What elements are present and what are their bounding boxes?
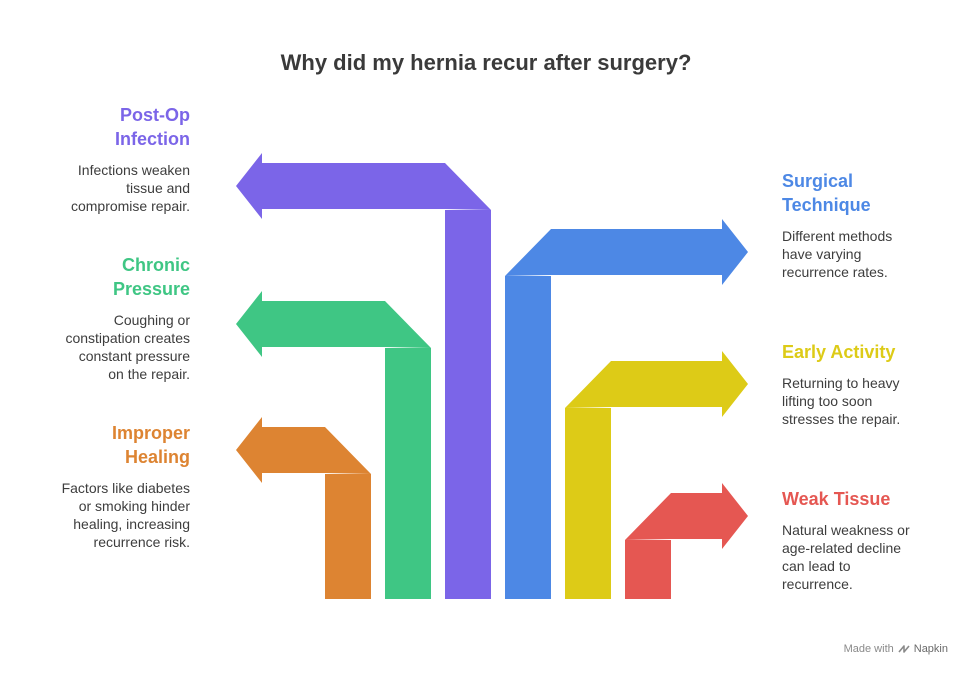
desc-weak-tissue: Natural weakness or age-related decline …: [782, 522, 910, 592]
arrow-early-activity: [565, 351, 748, 599]
heading-weak-tissue: Weak Tissue: [782, 489, 891, 509]
napkin-brand-text: Napkin: [913, 643, 948, 655]
page-title: Why did my hernia recur after surgery?: [280, 50, 692, 75]
label-post-op-infection: Post-Op Infection Infections weaken tiss…: [71, 103, 190, 215]
made-with-text: Made with: [843, 643, 894, 655]
made-with-footer[interactable]: Made with Napkin: [844, 643, 948, 655]
arrow-chronic-pressure: [236, 291, 431, 599]
label-chronic-pressure: Chronic Pressure Coughing or constipatio…: [65, 253, 190, 383]
napkin-logo-icon: [898, 645, 910, 653]
heading-post-op-infection: Post-Op Infection: [115, 105, 190, 149]
desc-surgical-technique: Different methods have varying recurrenc…: [782, 228, 893, 280]
label-weak-tissue: Weak Tissue Natural weakness or age-rela…: [782, 487, 910, 593]
arrow-surgical-technique: [505, 219, 748, 599]
desc-chronic-pressure: Coughing or constipation creates constan…: [65, 312, 190, 382]
label-improper-healing: Improper Healing Factors like diabetes o…: [62, 421, 190, 551]
arrow-post-op-infection: [236, 153, 491, 599]
heading-chronic-pressure: Chronic Pressure: [112, 255, 190, 299]
heading-improper-healing: Improper Healing: [111, 423, 190, 467]
desc-improper-healing: Factors like diabetes or smoking hinder …: [61, 480, 190, 550]
heading-early-activity: Early Activity: [782, 342, 896, 362]
arrow-weak-tissue: [625, 483, 748, 599]
desc-early-activity: Returning to heavy lifting too soon stre…: [782, 375, 901, 427]
arrow-improper-healing: [236, 417, 371, 599]
label-early-activity: Early Activity Returning to heavy liftin…: [782, 340, 900, 428]
label-surgical-technique: Surgical Technique Different methods hav…: [782, 169, 892, 281]
heading-surgical-technique: Surgical Technique: [782, 171, 871, 215]
desc-post-op-infection: Infections weaken tissue and compromise …: [70, 162, 190, 214]
